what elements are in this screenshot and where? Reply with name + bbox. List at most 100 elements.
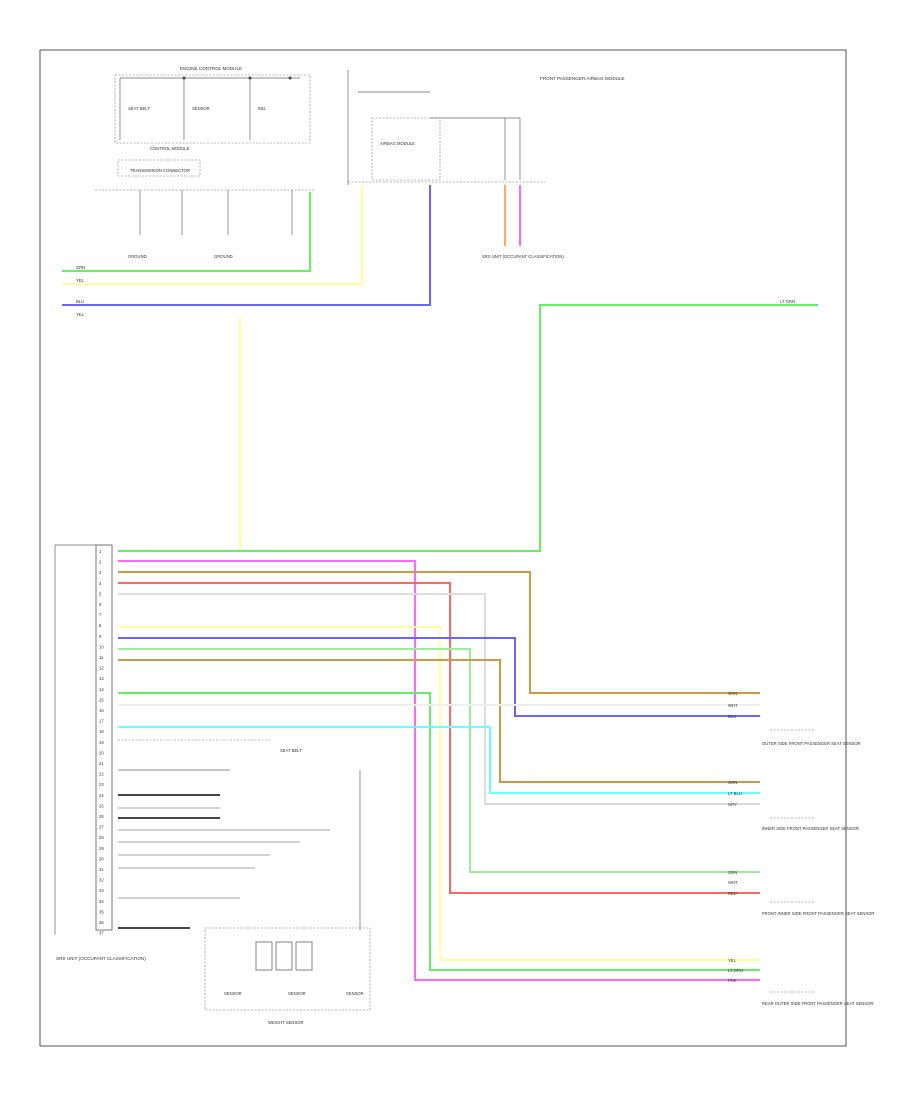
srs-pin-22: 22 bbox=[99, 772, 104, 777]
wire-green-top bbox=[62, 192, 311, 272]
control-module-2-label: CONTROL MODULE bbox=[150, 146, 190, 151]
srs-pin-21: 21 bbox=[99, 761, 104, 766]
srs-pin-7: 7 bbox=[99, 613, 102, 618]
srs-pin-29: 29 bbox=[99, 846, 104, 851]
srs-pin-9: 9 bbox=[99, 634, 102, 639]
weight-sensor: SENSOR SENSOR SENSOR WEIGHT SENSOR bbox=[118, 794, 371, 1025]
srs-pin-37: 37 bbox=[99, 931, 104, 936]
group2-pin-1: GRN bbox=[728, 780, 737, 785]
indicator-label: SEAT BELT bbox=[280, 748, 302, 753]
srs-pin-19: 19 bbox=[99, 740, 104, 745]
srs-pin-20: 20 bbox=[99, 750, 104, 755]
srs-pin-10: 10 bbox=[99, 644, 104, 649]
wire-green-long bbox=[118, 304, 818, 552]
srs-pin-1: 1 bbox=[99, 549, 102, 554]
srs-pin-33: 33 bbox=[99, 888, 104, 893]
srs-pin-27: 27 bbox=[99, 825, 104, 830]
top-wires: GRN YEL BLU YEL bbox=[62, 185, 521, 317]
ecm-label: ENGINE CONTROL MODULE bbox=[180, 66, 242, 71]
front-sensors-mid-label: INNER SIDE FRONT PASSENGER SEAT SENSOR bbox=[762, 826, 859, 831]
srs-pin-24: 24 bbox=[99, 793, 104, 798]
srs-unit-label: SRS UNIT (OCCUPANT CLASSIFICATION) bbox=[482, 254, 564, 259]
srs-pin-2: 2 bbox=[99, 560, 102, 565]
engine-control-module: ENGINE CONTROL MODULE SEAT BELT SENSOR I… bbox=[95, 66, 315, 259]
sensor-label-1: SENSOR bbox=[224, 991, 242, 996]
group3-pin-3: RED bbox=[728, 891, 737, 896]
weight-sensor-label: WEIGHT SENSOR bbox=[268, 1020, 304, 1025]
srs-pin-31: 31 bbox=[99, 867, 104, 872]
rear-sensors-2-label: REAR OUTER SIDE FRONT PASSENGER SEAT SEN… bbox=[762, 1001, 873, 1006]
group3-pin-1: GRN bbox=[728, 870, 737, 875]
ecm-sub-1: SEAT BELT bbox=[128, 106, 150, 111]
wire-yellow bbox=[118, 626, 760, 961]
wire-pink bbox=[118, 560, 760, 981]
wire-tan bbox=[118, 571, 760, 694]
indicator-area: SEAT BELT bbox=[118, 739, 361, 930]
srs-pin-16: 16 bbox=[99, 708, 104, 713]
airbag-module-box bbox=[371, 117, 441, 181]
group2-pin-3: GRY bbox=[728, 802, 737, 807]
srs-outline bbox=[54, 544, 96, 935]
ecm-sub-2: SENSOR bbox=[192, 106, 210, 111]
diagram-frame bbox=[39, 49, 847, 1047]
wire-label-left-1: GRN bbox=[76, 265, 85, 270]
wire-label-left-2: YEL bbox=[76, 278, 85, 283]
srs-pin-list: 1234567891011121314151617181920212223242… bbox=[99, 549, 104, 936]
wire-lightgreen bbox=[118, 648, 760, 873]
srs-pin-36: 36 bbox=[99, 920, 104, 925]
group4-pin-1: YEL bbox=[728, 958, 737, 963]
srs-pin-6: 6 bbox=[99, 602, 102, 607]
srs-unit-bottom-label: SRS UNIT (OCCUPANT CLASSIFICATION) bbox=[56, 956, 146, 961]
front-passenger-airbag-module: AIRBAG MODULE FRONT PASSENGER AIRBAG MOD… bbox=[347, 70, 625, 259]
main-wires: LT GRN bbox=[118, 299, 818, 981]
right-connectors: GRN WHT BLU OUTER SIDE FRONT PASSENGER S… bbox=[728, 691, 874, 1006]
srs-pin-13: 13 bbox=[99, 676, 104, 681]
group1-pin-2: WHT bbox=[728, 703, 738, 708]
wire-blue-top bbox=[62, 185, 431, 306]
srs-pin-11: 11 bbox=[99, 655, 104, 660]
srs-pin-28: 28 bbox=[99, 835, 104, 840]
wire-yellow-top bbox=[62, 185, 363, 285]
wire-cyan bbox=[118, 726, 760, 794]
sensor-label-2: SENSOR bbox=[288, 991, 306, 996]
srs-pin-18: 18 bbox=[99, 729, 104, 734]
wire-red bbox=[118, 582, 760, 894]
srs-pin-35: 35 bbox=[99, 909, 104, 914]
srs-pin-32: 32 bbox=[99, 878, 104, 883]
weight-sensor-box bbox=[204, 927, 371, 1011]
srs-pin-26: 26 bbox=[99, 814, 104, 819]
srs-pin-15: 15 bbox=[99, 697, 104, 702]
ground-right-label: GROUND bbox=[214, 254, 233, 259]
wire-gray bbox=[118, 593, 760, 805]
ecm-sub-3: IND. bbox=[258, 106, 266, 111]
wire-blue bbox=[118, 637, 760, 717]
srs-pin-14: 14 bbox=[99, 687, 104, 692]
srs-unit: 1234567891011121314151617181920212223242… bbox=[54, 544, 146, 961]
group4-pin-3: PNK bbox=[728, 978, 737, 983]
wire-label-left-3: BLU bbox=[76, 299, 84, 304]
front-sensors-top-label: OUTER SIDE FRONT PASSENGER SEAT SENSOR bbox=[762, 741, 861, 746]
ground-left-label: GROUND bbox=[128, 254, 147, 259]
srs-pin-4: 4 bbox=[99, 581, 102, 586]
group1-pin-3: BLU bbox=[728, 714, 736, 719]
rear-sensors-1-label: FRONT INNER SIDE FRONT PASSENGER SEAT SE… bbox=[762, 911, 874, 916]
front-passenger-airbag-label: FRONT PASSENGER AIRBAG MODULE bbox=[540, 76, 625, 81]
srs-pin-25: 25 bbox=[99, 803, 104, 808]
srs-pin-17: 17 bbox=[99, 719, 104, 724]
group3-pin-2: WHT bbox=[728, 880, 738, 885]
group1-pin-1: GRN bbox=[728, 691, 737, 696]
group2-pin-2: LT BLU bbox=[728, 791, 742, 796]
wire-green bbox=[118, 692, 760, 971]
transmission-connector-label: TRANSMISSION CONNECTOR bbox=[130, 168, 190, 173]
srs-connector bbox=[95, 544, 113, 931]
wire-label-left-4: YEL bbox=[76, 312, 85, 317]
wire-tan-2 bbox=[118, 659, 760, 783]
wire-label-lt-grn: LT GRN bbox=[780, 299, 795, 304]
srs-pin-5: 5 bbox=[99, 591, 102, 596]
ecm-outline bbox=[114, 74, 311, 144]
srs-pin-23: 23 bbox=[99, 782, 104, 787]
srs-pin-34: 34 bbox=[99, 899, 104, 904]
srs-pin-30: 30 bbox=[99, 856, 104, 861]
